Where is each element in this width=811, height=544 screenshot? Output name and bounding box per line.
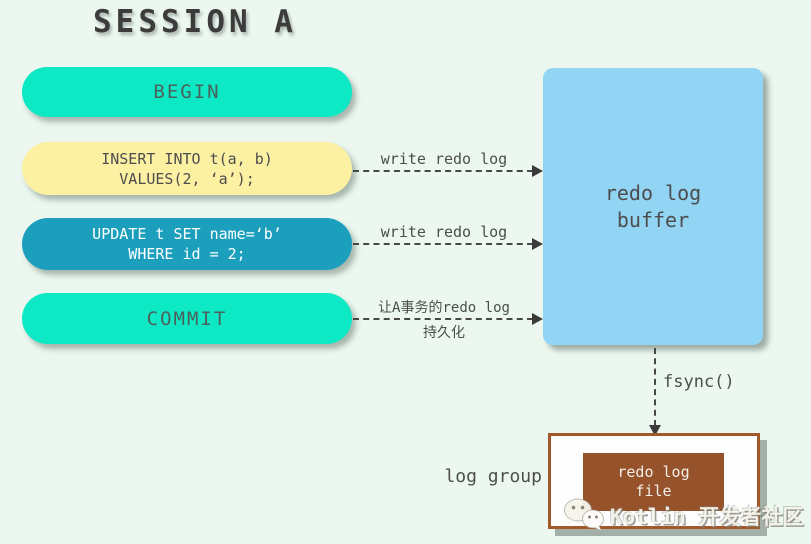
insert-arrow-label: write redo log (380, 150, 508, 168)
buffer-line-1: redo log (604, 180, 702, 205)
fsync-label: fsync() (663, 372, 735, 392)
file-line-2: file (635, 482, 672, 500)
log-group-label: log group (444, 466, 542, 487)
update-statement: UPDATE t SET name=‘b’ WHERE id = 2; (22, 218, 352, 270)
watermark-text: Kotlin 开发者社区 (610, 505, 804, 529)
commit-arrow-label-top: 让A事务的redo log (378, 300, 510, 316)
redo-log-buffer-box: redo log buffer (543, 68, 763, 345)
begin-statement: BEGIN (22, 67, 352, 117)
file-line-1: redo log (617, 463, 690, 481)
begin-label: BEGIN (153, 81, 221, 103)
insert-statement: INSERT INTO t(a, b) VALUES(2, ‘a’); (22, 142, 352, 195)
insert-line-2: VALUES(2, ‘a’); (119, 169, 255, 188)
update-arrow-label: write redo log (380, 223, 508, 241)
insert-line-1: INSERT INTO t(a, b) (101, 149, 273, 168)
redo-log-file-box: redo log file (583, 453, 724, 511)
session-title: SESSION A (93, 4, 297, 40)
update-line-2: WHERE id = 2; (128, 245, 246, 263)
commit-arrow-label-bottom: 持久化 (423, 325, 465, 341)
update-to-buffer-arrow (353, 238, 543, 250)
commit-statement: COMMIT (22, 293, 352, 344)
buffer-line-2: buffer (616, 207, 690, 232)
buffer-to-file-arrow (649, 348, 661, 436)
update-line-1: UPDATE t SET name=‘b’ (92, 225, 282, 243)
watermark: Kotlin 开发者社区 (563, 497, 804, 535)
insert-to-buffer-arrow (353, 165, 543, 177)
wechat-icon (563, 497, 605, 535)
commit-label: COMMIT (146, 307, 228, 330)
commit-to-buffer-arrow (353, 313, 543, 325)
